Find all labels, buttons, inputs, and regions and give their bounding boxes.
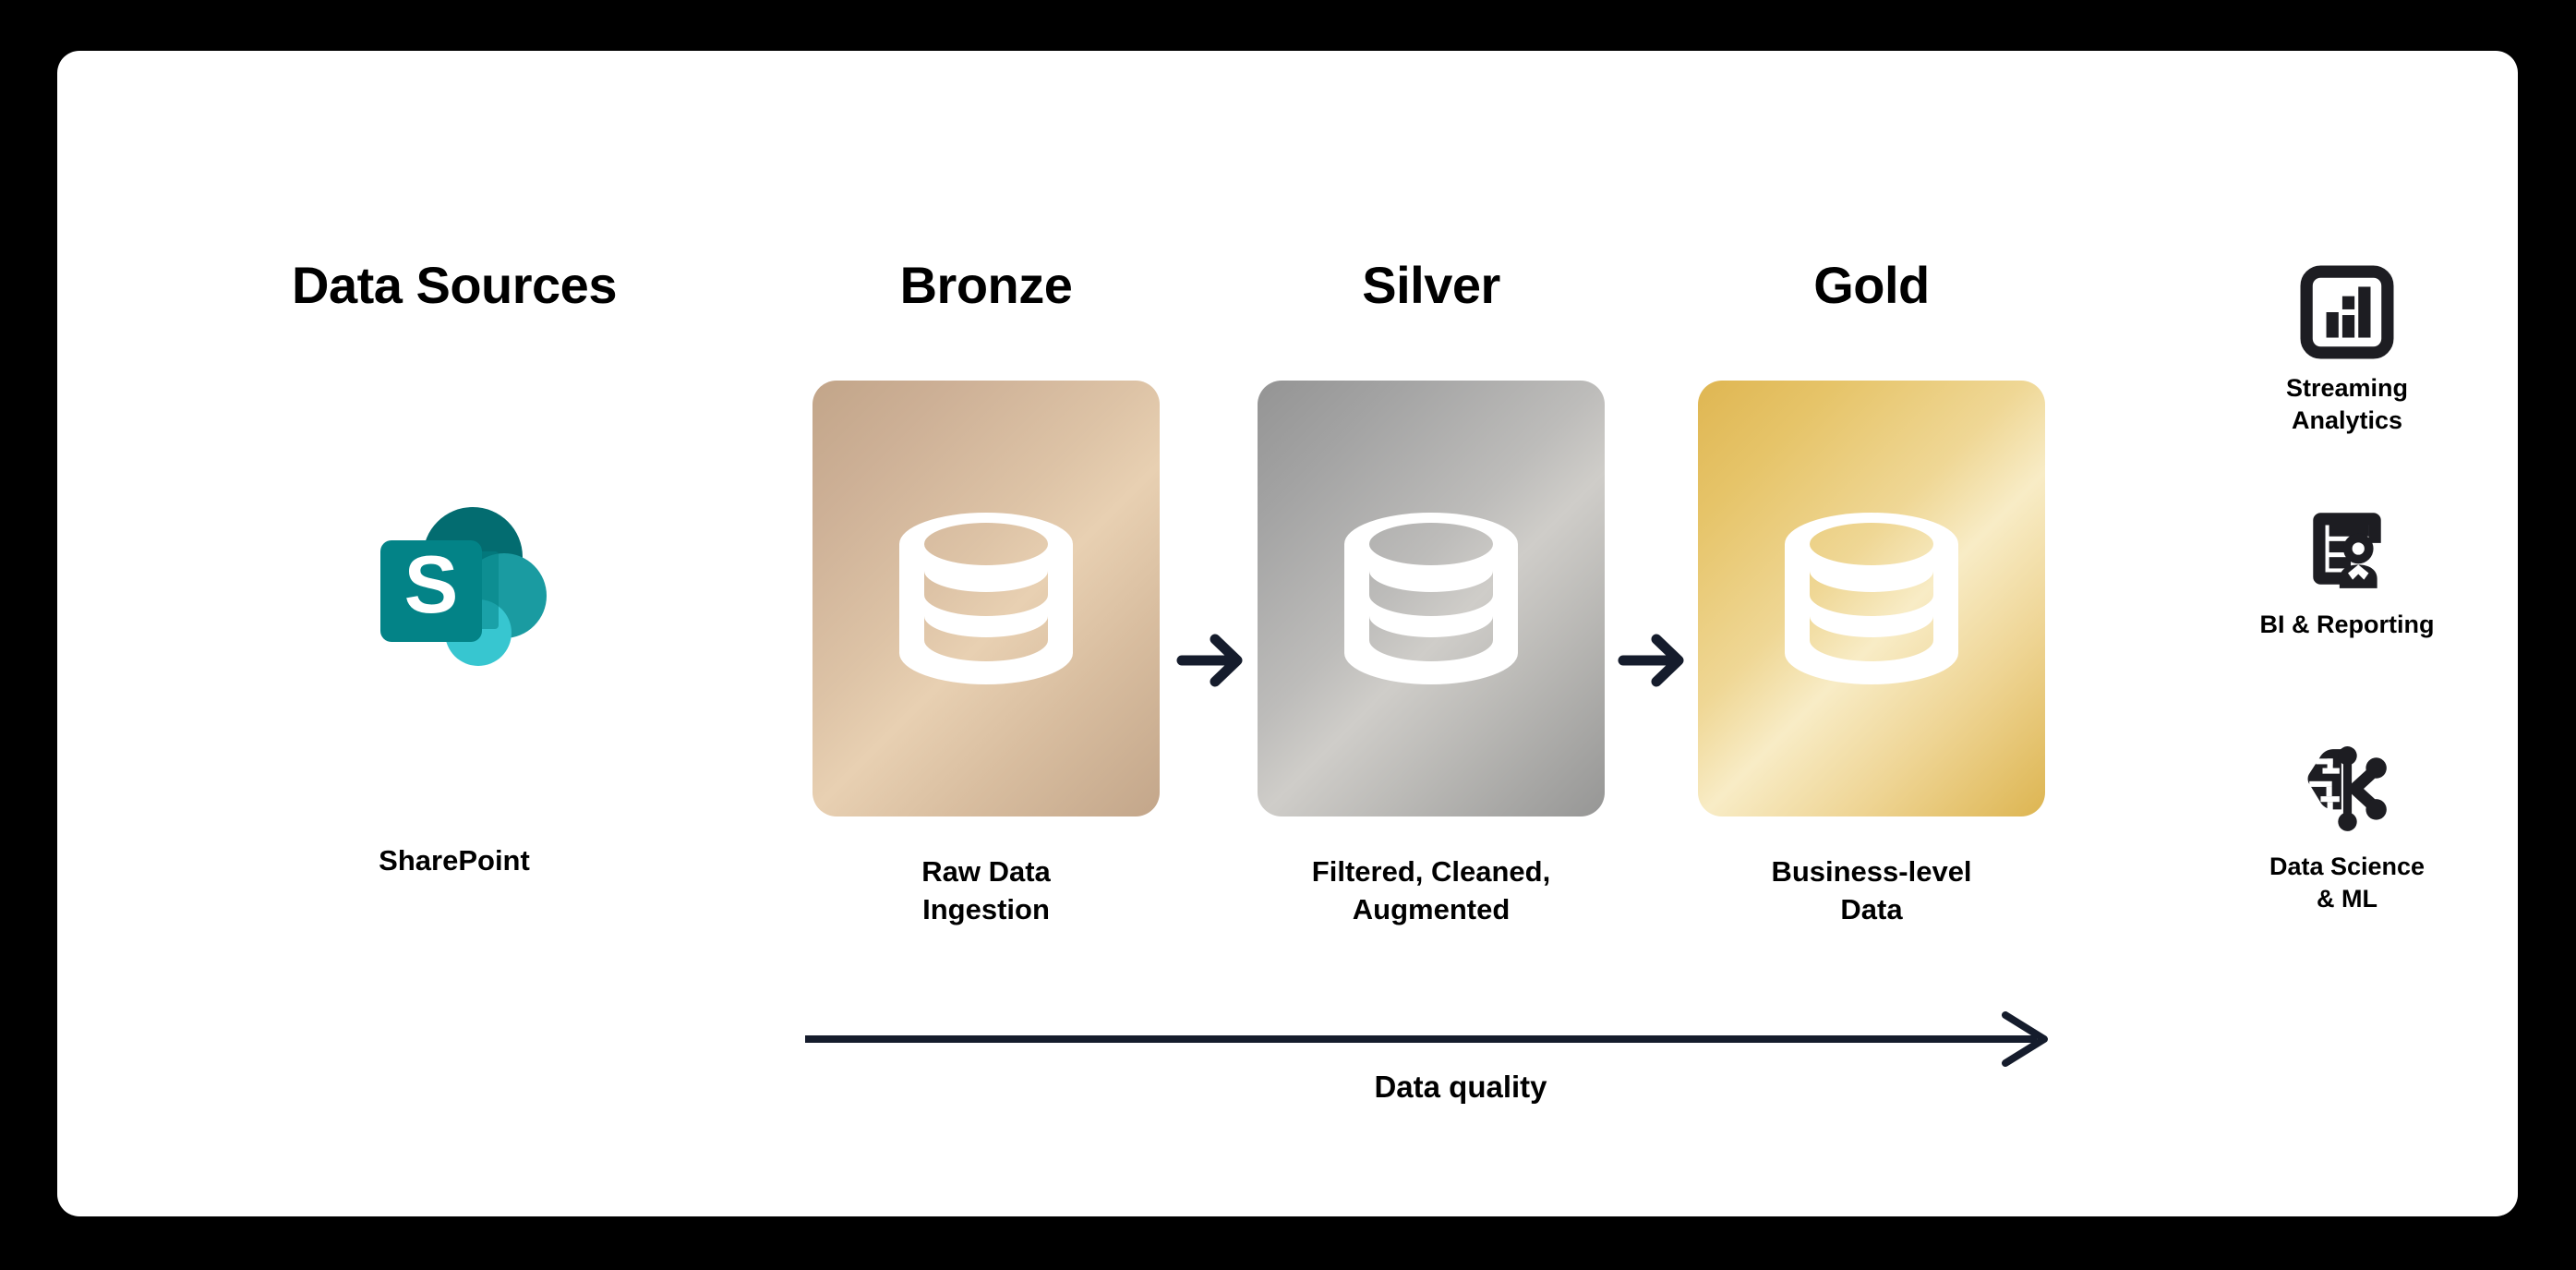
- sharepoint-label: SharePoint: [379, 844, 530, 877]
- arrow-right-icon: [1167, 621, 1256, 700]
- gold-caption: Business-level Data: [1771, 855, 1972, 926]
- long-arrow-right-icon: [805, 1011, 2061, 1067]
- sharepoint-logo-icon: S: [364, 503, 548, 670]
- database-icon: [1332, 504, 1530, 693]
- silver-layer-card[interactable]: [1258, 381, 1605, 816]
- consumer-streaming-analytics[interactable]: Streaming Analytics: [2172, 265, 2522, 437]
- silver-caption: Filtered, Cleaned, Augmented: [1311, 855, 1551, 926]
- consumer-bi-reporting[interactable]: BI & Reporting: [2172, 502, 2522, 641]
- bronze-layer-card[interactable]: [813, 381, 1160, 816]
- data-sources-heading: Data Sources: [292, 256, 617, 314]
- consumer-data-science-ml[interactable]: Data Science & ML: [2172, 744, 2522, 915]
- bar-chart-box-icon: [2300, 265, 2394, 359]
- silver-heading: Silver: [1362, 256, 1500, 314]
- data-quality-label: Data quality: [1374, 1070, 1547, 1104]
- diagram-card: Data Sources S SharePoint Bronze: [57, 51, 2518, 1216]
- gold-heading: Gold: [1813, 256, 1930, 314]
- svg-text:S: S: [404, 538, 459, 630]
- consumer-label: Data Science & ML: [2269, 853, 2426, 913]
- consumer-label: Streaming Analytics: [2285, 374, 2409, 435]
- database-icon: [1773, 504, 1970, 693]
- database-icon: [887, 504, 1085, 693]
- consumer-label: BI & Reporting: [2259, 611, 2435, 638]
- arrow-right-icon: [1608, 621, 1697, 700]
- report-person-icon: [2300, 502, 2394, 596]
- bronze-heading: Bronze: [899, 256, 1073, 314]
- brain-circuit-icon: [2300, 744, 2394, 838]
- gold-layer-card[interactable]: [1698, 381, 2045, 816]
- bronze-caption: Raw Data Ingestion: [921, 855, 1051, 926]
